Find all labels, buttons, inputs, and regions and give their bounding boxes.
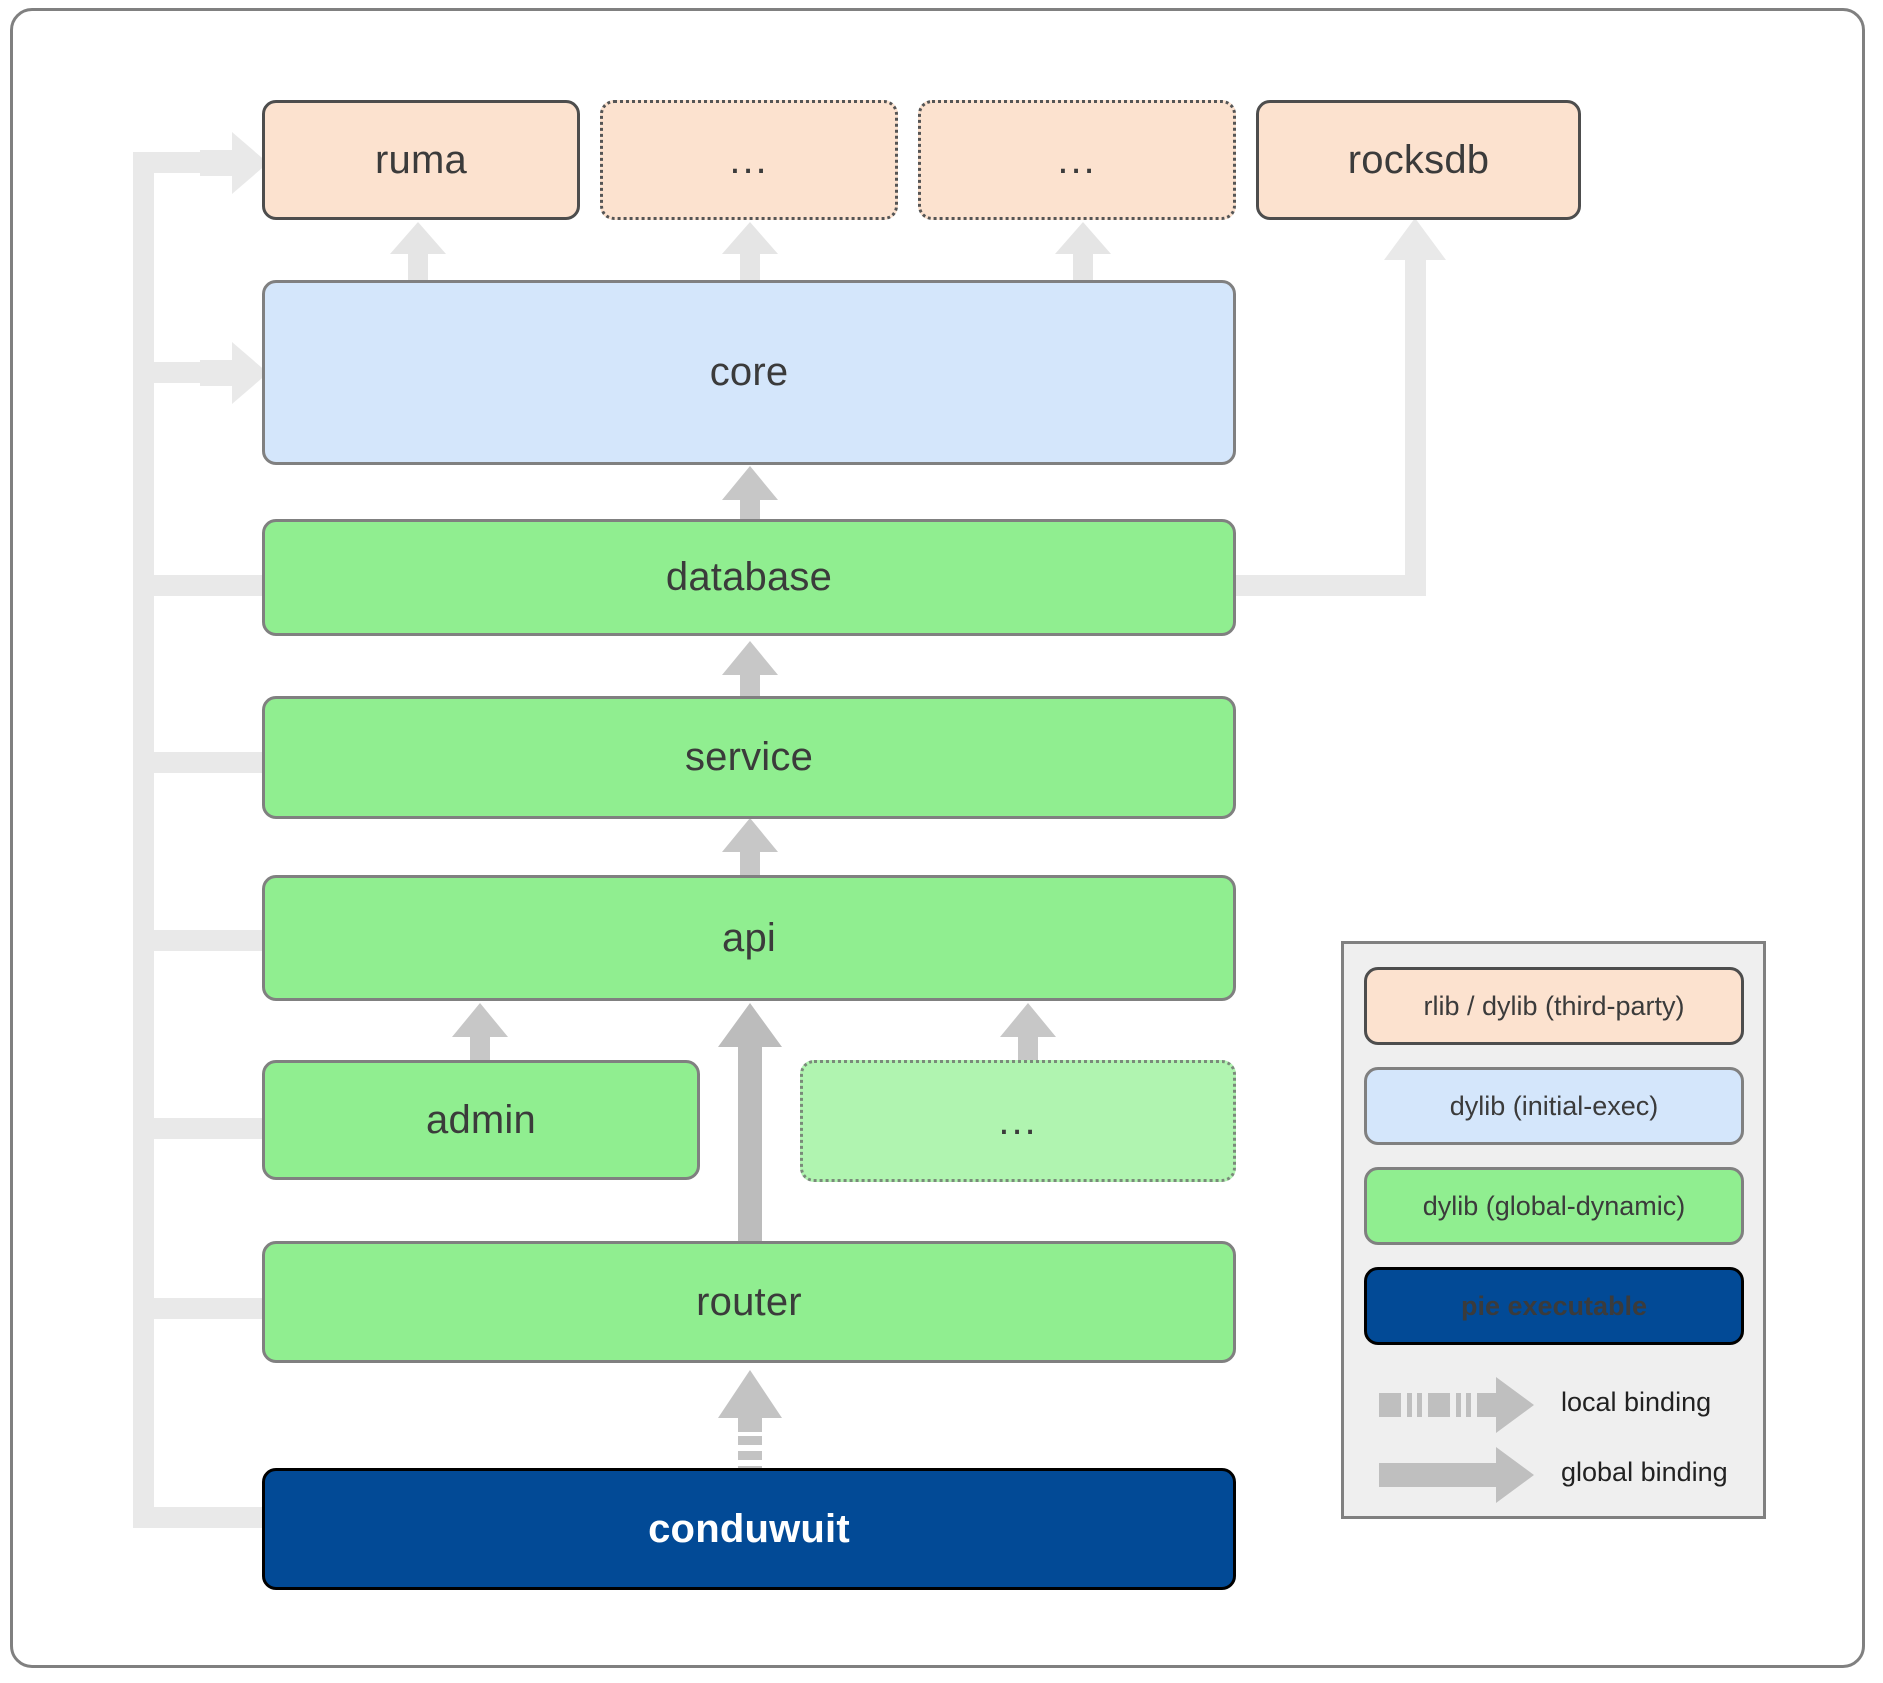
node-core-label: core xyxy=(709,350,789,394)
node-conduwuit[interactable]: conduwuit xyxy=(262,1468,1236,1590)
spine-right-vertical-to-rocksdb xyxy=(1405,250,1426,596)
legend-local-binding-arrow-icon xyxy=(1379,1377,1534,1433)
spine-branch-to-conduwuit xyxy=(133,1507,262,1528)
node-top-placeholder-2-label: ... xyxy=(1057,138,1097,182)
legend-item-third-party: rlib / dylib (third-party) xyxy=(1364,967,1744,1045)
node-ruma-label: ruma xyxy=(375,137,467,182)
legend-item-global-dynamic-label: dylib (global-dynamic) xyxy=(1422,1190,1686,1221)
legend-item-pie-executable-label: pie executable xyxy=(1460,1290,1648,1321)
legend-item-initial-exec-label: dylib (initial-exec) xyxy=(1449,1090,1659,1121)
spine-branch-to-database xyxy=(154,575,262,596)
legend-global-binding-label: global binding xyxy=(1561,1457,1728,1487)
spine-branch-to-admin xyxy=(154,1118,262,1139)
node-top-placeholder-1[interactable]: ... xyxy=(600,100,898,220)
arrow-core-to-ruma xyxy=(390,222,446,284)
node-database[interactable]: database xyxy=(262,519,1236,636)
node-api-placeholder[interactable]: ... xyxy=(800,1060,1236,1182)
spine-branch-to-router xyxy=(154,1298,262,1319)
spine-branch-to-api xyxy=(154,930,262,951)
spine-database-to-right xyxy=(1236,575,1426,596)
node-router-label: router xyxy=(696,1279,802,1324)
arrow-core-to-placeholder-1 xyxy=(722,222,778,284)
node-service-label: service xyxy=(684,735,814,779)
node-database-label: database xyxy=(665,555,833,599)
node-conduwuit-label: conduwuit xyxy=(648,1506,850,1551)
arrow-conduwuit-to-router xyxy=(718,1370,782,1482)
node-top-placeholder-2[interactable]: ... xyxy=(918,100,1236,220)
spine-branch-to-ruma xyxy=(133,152,218,173)
spine-arrowhead-rocksdb xyxy=(1384,218,1446,278)
arrow-admin-to-api xyxy=(452,1003,508,1071)
spine-vertical-trunk xyxy=(133,152,154,1528)
node-rocksdb[interactable]: rocksdb xyxy=(1256,100,1581,220)
arrow-database-to-core xyxy=(722,466,778,534)
node-service[interactable]: service xyxy=(262,696,1236,819)
legend-item-pie-executable: pie executable xyxy=(1364,1267,1744,1345)
node-api[interactable]: api xyxy=(262,875,1236,1001)
spine-arrowhead-core xyxy=(200,342,268,404)
legend-global-binding-arrow-icon xyxy=(1379,1447,1534,1503)
node-ruma[interactable]: ruma xyxy=(262,100,580,220)
legend-item-third-party-label: rlib / dylib (third-party) xyxy=(1423,990,1685,1021)
node-admin-label: admin xyxy=(426,1097,536,1142)
arrow-router-to-api xyxy=(718,1003,782,1243)
node-core[interactable]: core xyxy=(262,280,1236,465)
arrow-service-to-database xyxy=(722,641,778,709)
arrow-api-placeholder-to-api xyxy=(1000,1003,1056,1071)
node-admin[interactable]: admin xyxy=(262,1060,700,1180)
arrow-core-to-placeholder-2 xyxy=(1055,222,1111,284)
legend-panel: rlib / dylib (third-party) dylib (initia… xyxy=(1341,941,1766,1519)
arrow-api-to-service xyxy=(722,818,778,886)
node-router[interactable]: router xyxy=(262,1241,1236,1363)
legend-item-global-dynamic: dylib (global-dynamic) xyxy=(1364,1167,1744,1245)
node-api-label: api xyxy=(722,915,776,960)
legend-item-initial-exec: dylib (initial-exec) xyxy=(1364,1067,1744,1145)
spine-arrowhead-ruma xyxy=(200,132,268,194)
legend-local-binding-label: local binding xyxy=(1561,1387,1712,1417)
node-top-placeholder-1-label: ... xyxy=(729,138,769,182)
spine-branch-to-service xyxy=(154,752,262,773)
node-rocksdb-label: rocksdb xyxy=(1347,137,1490,182)
node-api-placeholder-label: ... xyxy=(998,1099,1038,1143)
